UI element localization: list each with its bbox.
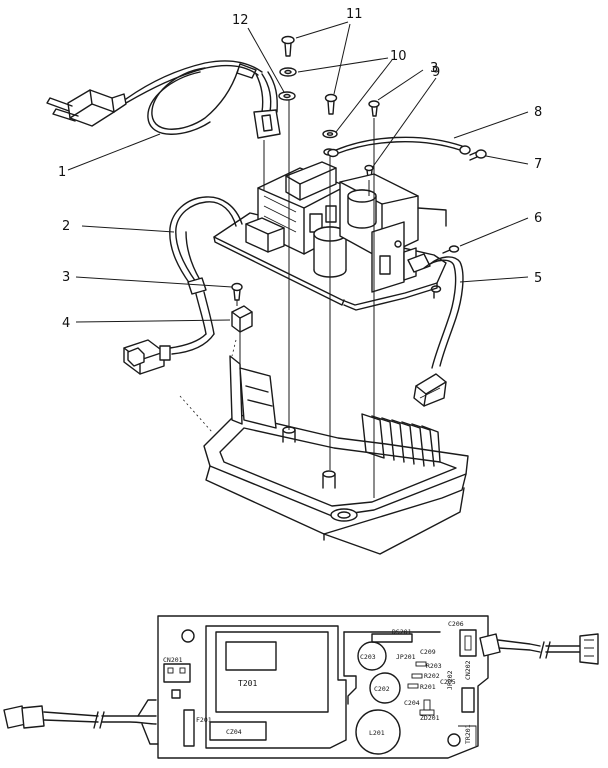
ground-wire: [327, 136, 471, 158]
washer-10b: [322, 129, 338, 139]
ac-plug: [46, 89, 127, 127]
case-boss: [282, 426, 358, 522]
screw-3a: [368, 100, 380, 117]
screw-11a: [281, 35, 295, 57]
label-jp202: JP202: [446, 670, 454, 690]
label-c206: C206: [448, 620, 464, 628]
label-c205: C205: [440, 678, 456, 686]
output-harness: [413, 256, 464, 407]
label-r201: R201: [420, 683, 436, 691]
lower-case: [179, 339, 469, 555]
callout-8: 8: [534, 105, 542, 120]
pcb-switch-cable: [3, 699, 159, 745]
cord-clip-4: [231, 305, 253, 333]
assembly-lines: [236, 100, 375, 498]
label-zd201: ZD201: [420, 714, 440, 722]
pcb-output-cable: [479, 633, 599, 665]
switch-harness: [123, 196, 243, 375]
label-jp201: JP201: [396, 653, 416, 661]
label-ds201: DS201: [392, 628, 412, 636]
callout-3-upper: 3: [430, 61, 438, 76]
screw-7: [469, 149, 487, 161]
leader-lines: [67, 21, 529, 323]
pcb-layout: T201 CN201 F201 CZ04 DS201 C203 C202 L20…: [157, 615, 489, 759]
label-tr201: TR201: [464, 724, 472, 744]
power-cord: [46, 60, 281, 139]
label-r203: R203: [426, 662, 442, 670]
label-r202: R202: [424, 672, 440, 680]
callout-2: 2: [62, 219, 70, 234]
heatsink-bracket: [339, 173, 419, 293]
rocker-switch: [123, 339, 171, 375]
callout-6: 6: [534, 211, 542, 226]
label-t201: T201: [238, 679, 257, 688]
callout-7: 7: [534, 157, 542, 172]
callout-labels: 1 2 3 3 4 5 6 7 8 9 10 11 12: [58, 7, 542, 331]
washer-12: [278, 91, 296, 101]
screw-6: [442, 245, 460, 254]
screw-11b: [324, 93, 338, 115]
callout-11: 11: [346, 7, 363, 22]
label-f201: F201: [196, 716, 212, 724]
callout-12: 12: [232, 13, 249, 28]
callout-9: 9: [432, 65, 440, 80]
label-c202: C202: [374, 685, 390, 693]
hardware-top: [278, 35, 487, 299]
label-c203: C203: [360, 653, 376, 661]
washer-10a: [279, 67, 297, 77]
label-c209: C209: [420, 648, 436, 656]
callout-5: 5: [534, 271, 542, 286]
callout-1: 1: [58, 165, 66, 180]
callout-10: 10: [390, 49, 407, 64]
label-cz04: CZ04: [226, 728, 242, 736]
screw-3b: [231, 282, 243, 301]
label-cn202: CN202: [464, 660, 472, 680]
label-cn201: CN201: [163, 656, 183, 664]
label-c204: C204: [404, 699, 420, 707]
callout-4: 4: [62, 316, 70, 331]
cooling-fins: [361, 413, 441, 467]
label-l201: L201: [369, 729, 385, 737]
callout-3-lower: 3: [62, 270, 70, 285]
